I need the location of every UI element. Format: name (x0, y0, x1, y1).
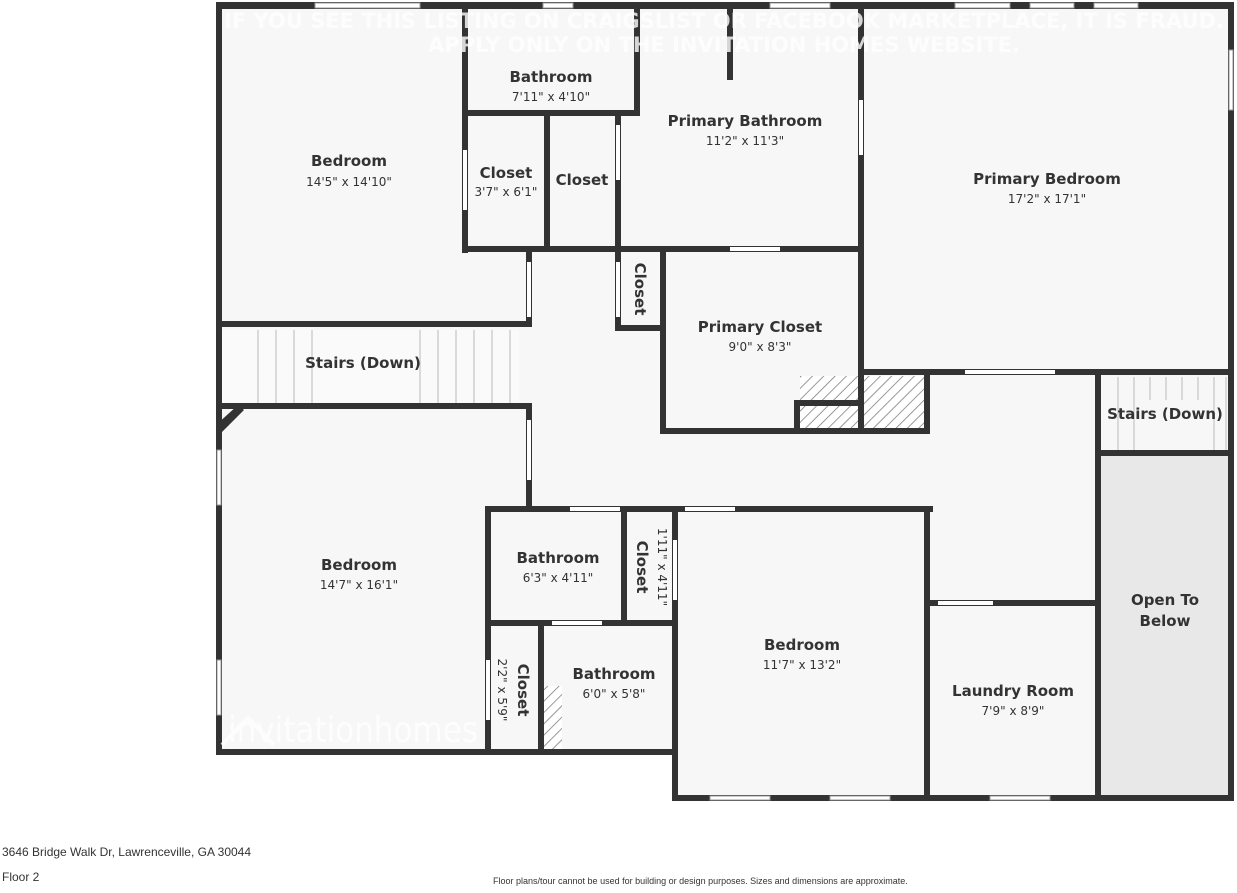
room-primary-closet: Primary Closet 9'0" x 8'3" (698, 318, 822, 354)
svg-text:Closet: Closet (514, 664, 532, 717)
svg-text:Bathroom: Bathroom (572, 665, 655, 683)
svg-text:Bathroom: Bathroom (516, 549, 599, 567)
svg-text:14'7" x 16'1": 14'7" x 16'1" (320, 578, 398, 592)
room-stairs-right: Stairs (Down) (1107, 405, 1223, 423)
svg-text:Open To: Open To (1131, 591, 1199, 609)
svg-text:14'5" x 14'10": 14'5" x 14'10" (306, 175, 392, 189)
disclaimer: Floor plans/tour cannot be used for buil… (493, 876, 908, 886)
svg-text:Bedroom: Bedroom (321, 556, 397, 574)
address: 3646 Bridge Walk Dr, Lawrenceville, GA 3… (2, 845, 252, 859)
room-bedroom-2: Bedroom 14'7" x 16'1" (320, 556, 398, 592)
floor-label: Floor 2 (2, 870, 40, 884)
svg-text:Primary Bedroom: Primary Bedroom (973, 170, 1121, 188)
svg-text:Closet: Closet (556, 171, 609, 189)
windows (216, 2, 1234, 801)
invitation-homes-logo: invitationhomes (220, 710, 478, 751)
svg-text:9'0" x 8'3": 9'0" x 8'3" (729, 340, 792, 354)
svg-text:Bedroom: Bedroom (311, 152, 387, 170)
svg-text:3'7" x 6'1": 3'7" x 6'1" (475, 185, 538, 199)
svg-text:Closet: Closet (480, 164, 533, 182)
svg-text:Primary Bathroom: Primary Bathroom (668, 112, 823, 130)
watermark-line-1: IF YOU SEE THIS LISTING ON CRAIGSLIST OR… (224, 9, 1224, 33)
svg-text:Bathroom: Bathroom (509, 68, 592, 86)
room-primary-bathroom: Primary Bathroom 11'2" x 11'3" (668, 112, 823, 148)
svg-text:Closet: Closet (631, 263, 649, 316)
svg-text:2'2" x 5'9": 2'2" x 5'9" (495, 659, 509, 722)
svg-text:6'3" x 4'11": 6'3" x 4'11" (523, 571, 594, 585)
room-bedroom-3: Bedroom 11'7" x 13'2" (763, 636, 841, 672)
room-bathroom-1: Bathroom 7'11" x 4'10" (509, 68, 592, 104)
watermark-logo-text: invitationhomes (228, 710, 478, 751)
room-bathroom-3: Bathroom 6'0" x 5'8" (572, 665, 655, 701)
open-to-below-area (1100, 455, 1230, 798)
room-stairs-left: Stairs (Down) (305, 354, 421, 372)
room-bedroom-1: Bedroom 14'5" x 14'10" (306, 152, 392, 189)
svg-text:Laundry Room: Laundry Room (952, 682, 1074, 700)
room-labels: Bedroom 14'5" x 14'10" Bathroom 7'11" x 4'… (305, 68, 1223, 721)
room-closet-2: Closet (556, 171, 609, 189)
hatched-area (543, 686, 562, 750)
room-primary-bedroom: Primary Bedroom 17'2" x 17'1" (973, 170, 1121, 206)
room-closet-4: Closet 1'11" x 4'11" (633, 528, 669, 606)
room-laundry-room: Laundry Room 7'9" x 8'9" (952, 682, 1074, 718)
room-closet-5: Closet 2'2" x 5'9" (495, 659, 532, 722)
svg-text:Primary Closet: Primary Closet (698, 318, 822, 336)
svg-text:Below: Below (1140, 612, 1191, 630)
svg-text:Closet: Closet (633, 541, 651, 594)
svg-text:11'7" x 13'2": 11'7" x 13'2" (763, 658, 841, 672)
stairs-left (222, 330, 519, 403)
room-closet-3: Closet (631, 263, 649, 316)
svg-text:6'0" x 5'8": 6'0" x 5'8" (583, 687, 646, 701)
room-bathroom-2: Bathroom 6'3" x 4'11" (516, 549, 599, 585)
svg-text:Stairs (Down): Stairs (Down) (305, 354, 421, 372)
room-open-to-below: Open To Below (1131, 591, 1199, 630)
watermark-line-2: APPLY ONLY ON THE INVITATION HOMES WEBSI… (428, 33, 1020, 57)
svg-text:17'2" x 17'1": 17'2" x 17'1" (1008, 192, 1086, 206)
svg-text:11'2" x 11'3": 11'2" x 11'3" (706, 134, 784, 148)
stairs-right (1117, 377, 1227, 450)
svg-text:1'11" x 4'11": 1'11" x 4'11" (655, 528, 669, 606)
svg-text:7'11" x 4'10": 7'11" x 4'10" (512, 90, 590, 104)
svg-text:7'9" x 8'9": 7'9" x 8'9" (982, 704, 1045, 718)
svg-text:Stairs (Down): Stairs (Down) (1107, 405, 1223, 423)
room-closet-1: Closet 3'7" x 6'1" (475, 164, 538, 199)
svg-text:Bedroom: Bedroom (764, 636, 840, 654)
